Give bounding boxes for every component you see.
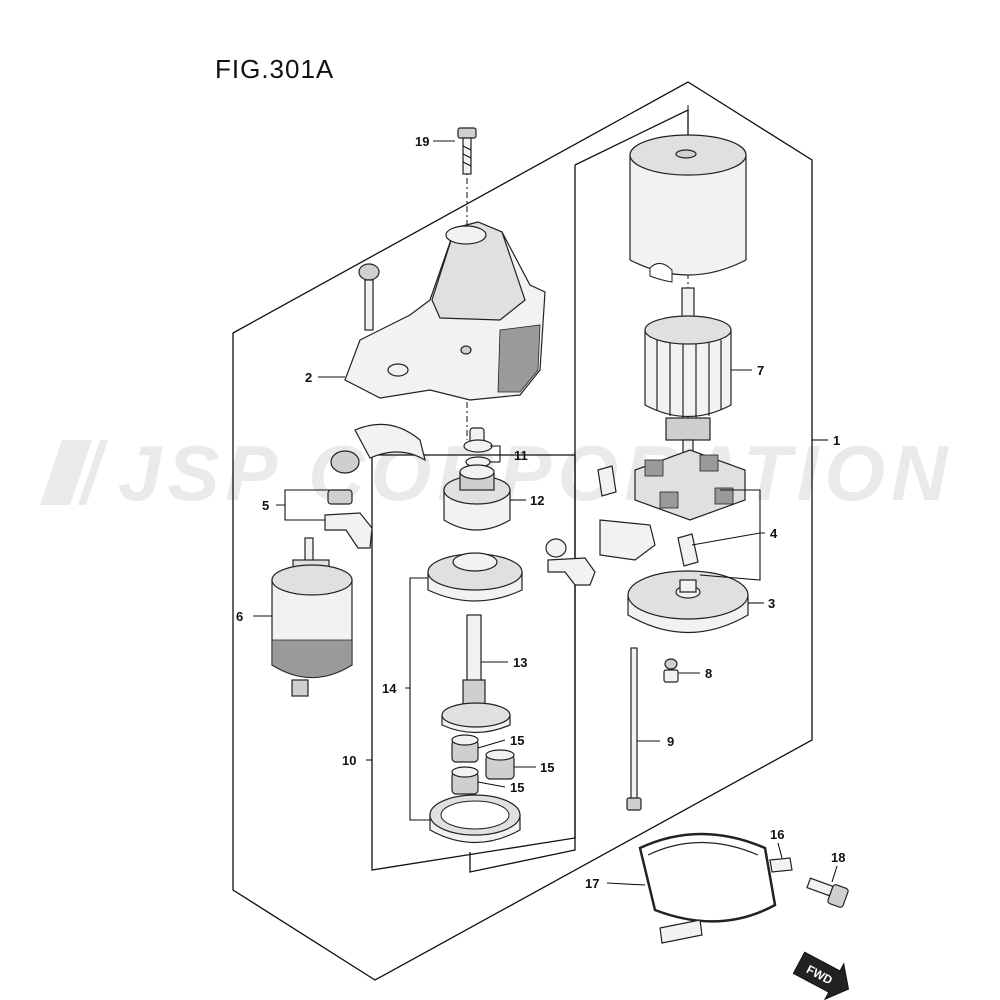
part-16-band-bracket (769, 857, 793, 873)
terminal-lead (545, 538, 596, 586)
callout-17: 17 (585, 876, 599, 891)
callout-11: 11 (514, 448, 528, 463)
ring-gear (429, 794, 521, 844)
part-17-mounting-band (638, 832, 777, 944)
watermark-logo-mark (40, 440, 108, 505)
callout-6: 6 (236, 609, 243, 624)
callout-4: 4 (770, 526, 778, 541)
callout-labels: 19 2 7 1 11 12 5 4 3 6 13 8 14 9 15 10 1… (236, 134, 845, 891)
callout-2: 2 (305, 370, 312, 385)
callout-18: 18 (831, 850, 845, 865)
callout-15-a: 15 (510, 733, 524, 748)
part-13-drive-shaft (441, 614, 511, 734)
part-7-armature (644, 287, 732, 455)
callout-3: 3 (768, 596, 775, 611)
forward-direction-arrow: FWD (792, 951, 850, 1000)
callout-15-b: 15 (540, 760, 554, 775)
watermark-text: JSP CORPORATION (118, 429, 953, 517)
motor-yoke (629, 134, 747, 283)
callout-7: 7 (757, 363, 764, 378)
callout-13: 13 (513, 655, 527, 670)
part-18-bolt (806, 877, 849, 908)
callout-12: 12 (530, 493, 544, 508)
callout-1: 1 (833, 433, 840, 448)
motor-group-line (469, 165, 576, 873)
callout-16: 16 (770, 827, 784, 842)
part-8-screw (663, 658, 679, 683)
housing-bolt (358, 263, 380, 331)
callout-5: 5 (262, 498, 269, 513)
callout-9: 9 (667, 734, 674, 749)
part-9-through-bolt (626, 647, 642, 811)
callout-10: 10 (342, 753, 356, 768)
part-12-pinion-gear (443, 464, 511, 531)
part-15-planet-gear-a (451, 734, 479, 763)
figure-title: FIG.301A (215, 54, 334, 84)
assembly-outline (232, 81, 813, 981)
part-15-planet-gear-c (451, 766, 479, 795)
callout-14: 14 (382, 681, 397, 696)
part-2-drive-housing (344, 221, 546, 401)
part-15-planet-gear-b (485, 749, 515, 780)
callout-15-c: 15 (510, 780, 524, 795)
part-4-brush-holder (597, 449, 746, 567)
part-5-lever-parts (324, 423, 426, 549)
callout-19: 19 (415, 134, 429, 149)
part-19-bolt (457, 127, 477, 175)
callout-8: 8 (705, 666, 712, 681)
part-3-end-frame (627, 570, 749, 634)
watermark: JSP CORPORATION (40, 429, 953, 517)
leader-lines (253, 140, 838, 886)
part-14-gear-plate (427, 552, 523, 602)
part-6-solenoid (271, 537, 353, 697)
